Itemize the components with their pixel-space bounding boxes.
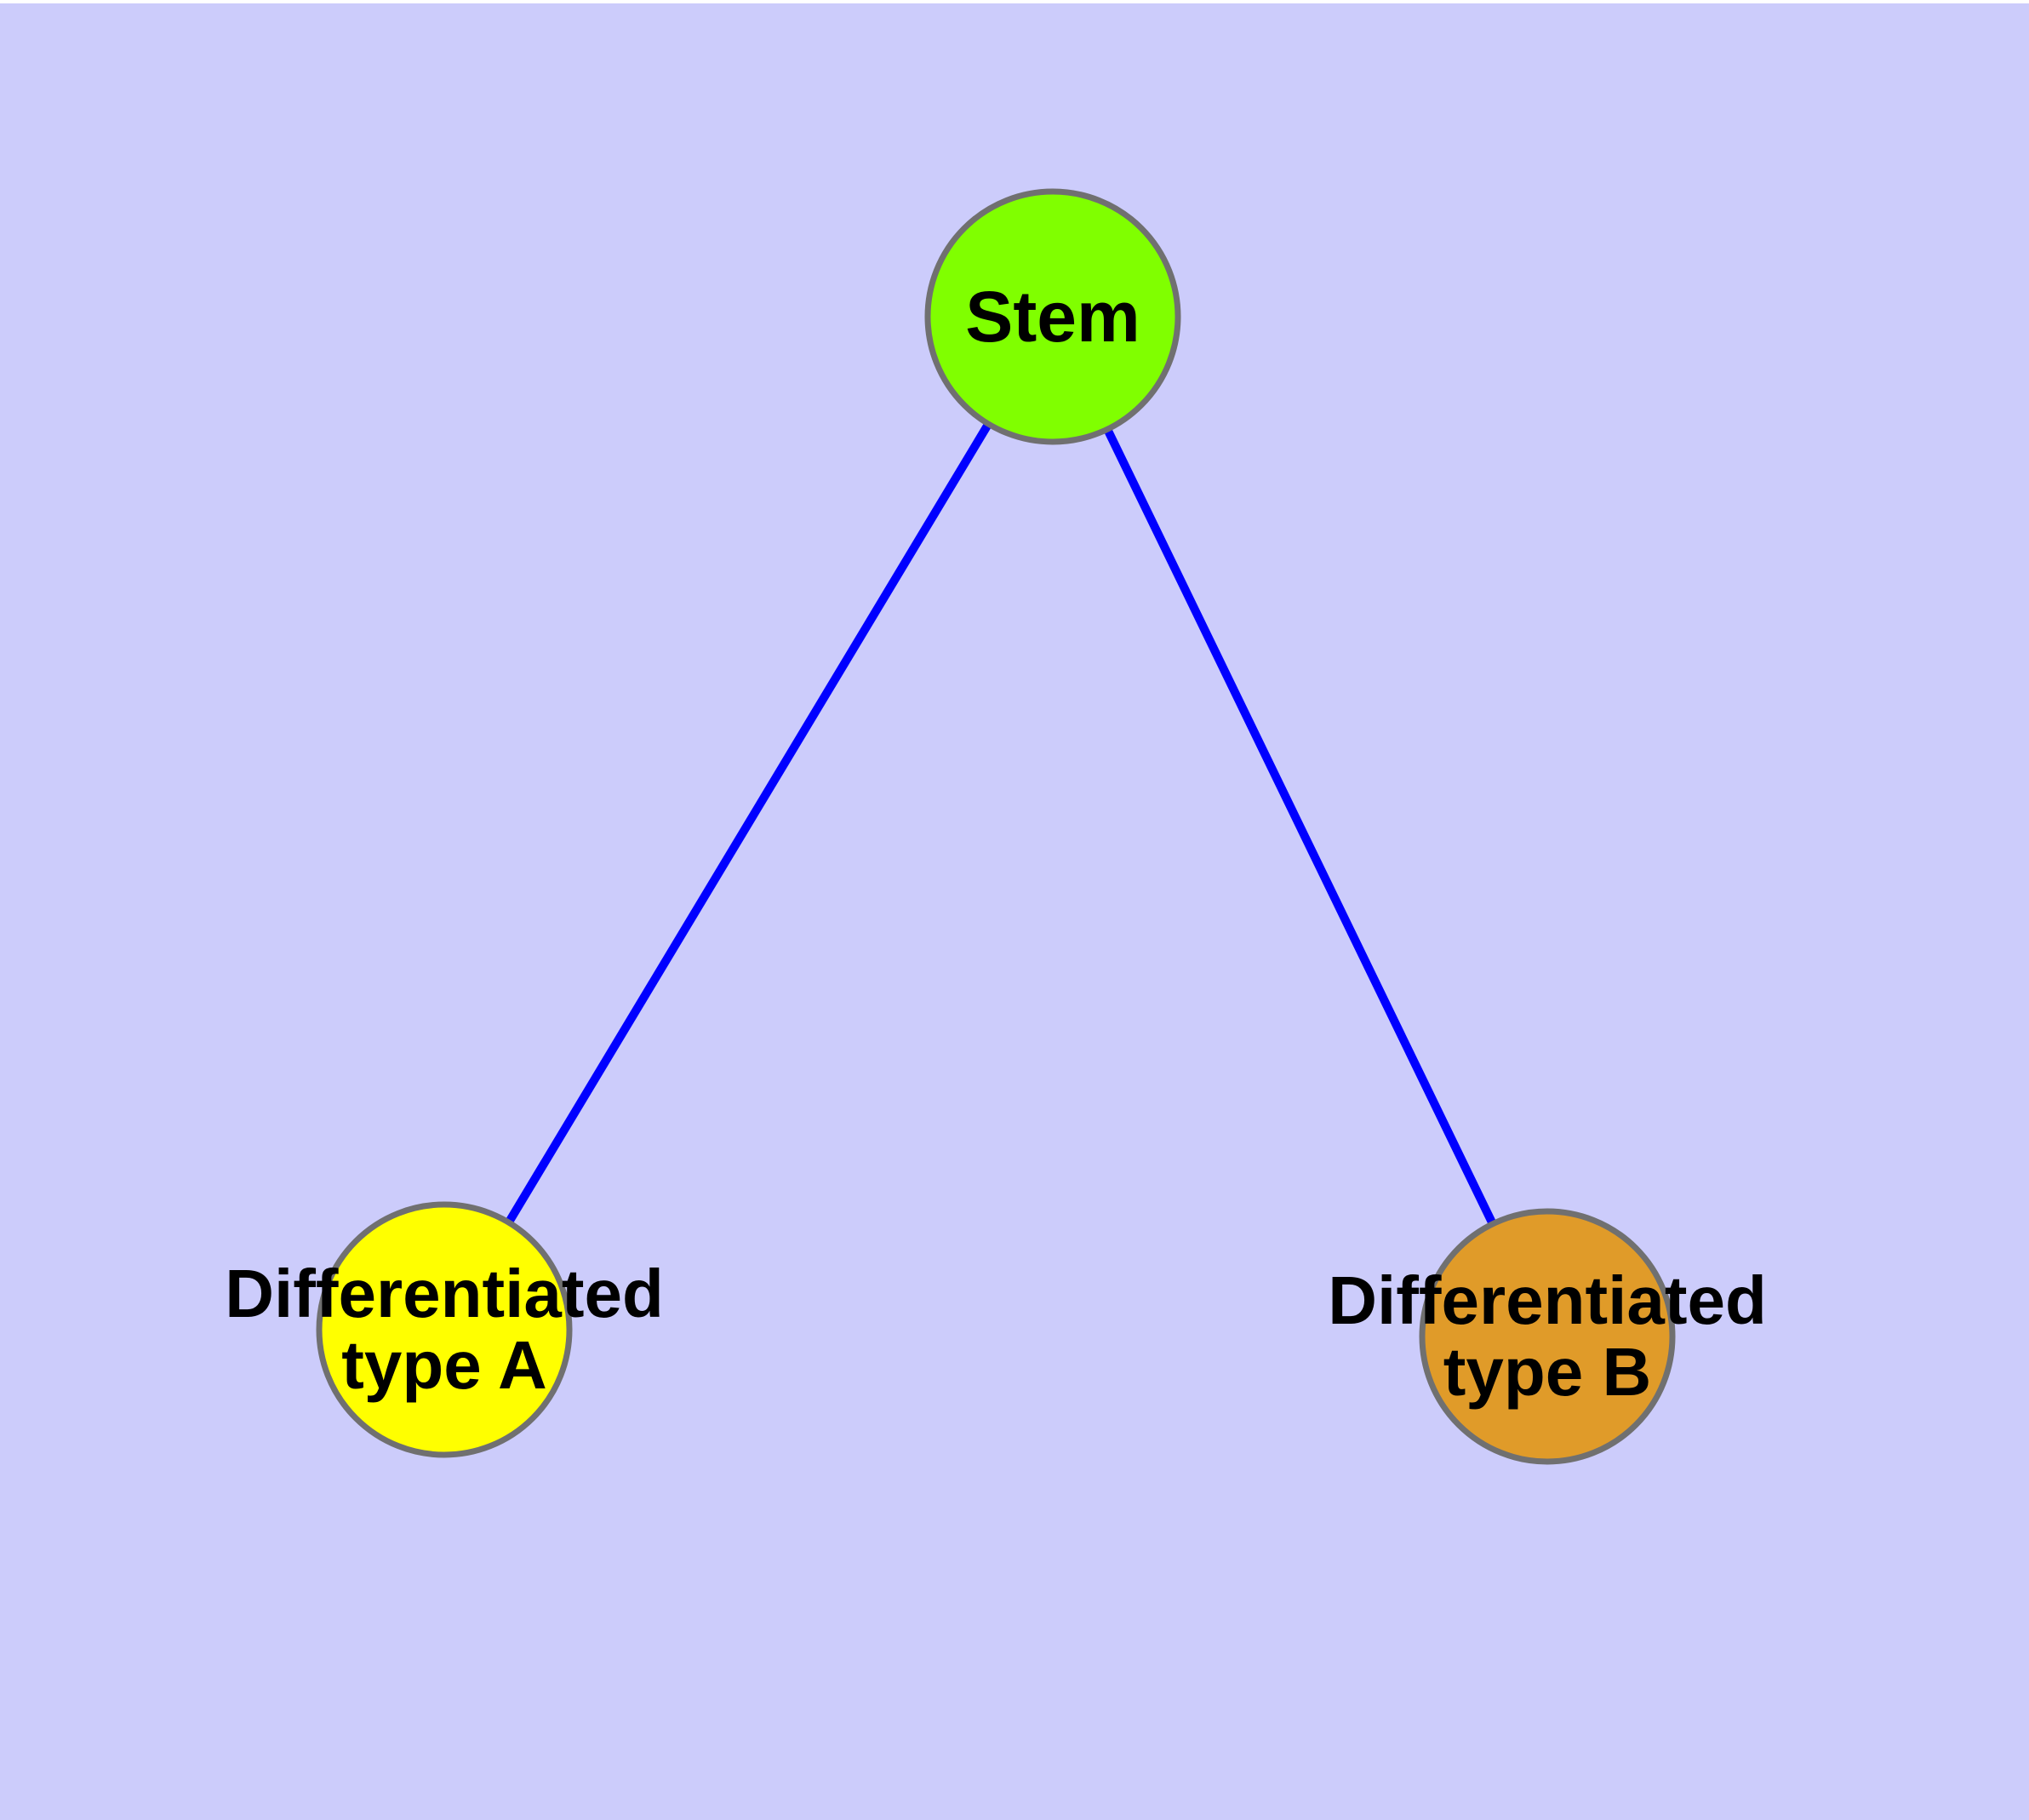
top-edge-strip bbox=[0, 0, 2029, 3]
graph-node-diff-a[interactable] bbox=[316, 1201, 573, 1458]
graph-node-diff-b[interactable] bbox=[1419, 1208, 1676, 1465]
nodes-layer bbox=[316, 188, 1676, 1465]
graph-edge-stem-to-b[interactable] bbox=[1049, 314, 1552, 1339]
graph-node-stem[interactable] bbox=[924, 188, 1181, 445]
graph-edge-stem-to-a[interactable] bbox=[440, 314, 1057, 1332]
edges-layer bbox=[440, 314, 1552, 1339]
